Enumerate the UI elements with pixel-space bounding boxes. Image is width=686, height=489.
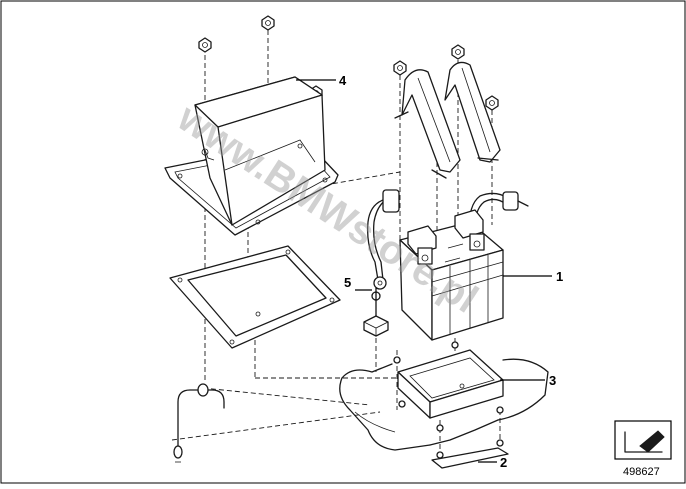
battery-cover [164,76,339,236]
mounting-floor-panel [339,358,549,451]
callout-2: 2 [500,455,507,470]
battery [399,209,504,341]
cover-gasket [169,245,341,349]
callout-5: 5 [344,275,351,290]
hold-down-brackets [394,61,501,179]
callout-leaders [296,79,552,463]
callout-4: 4 [339,73,347,88]
positive-cable [367,189,400,290]
callout-1: 1 [556,269,563,284]
holder-strap [431,439,509,469]
negative-cable [469,191,529,233]
callout-3: 3 [549,373,556,388]
arrow-box-icon [614,420,672,460]
drain-hose [173,383,225,463]
callout-labels: 4 1 3 5 2 [339,73,563,470]
document-number: 498627 [623,466,660,478]
